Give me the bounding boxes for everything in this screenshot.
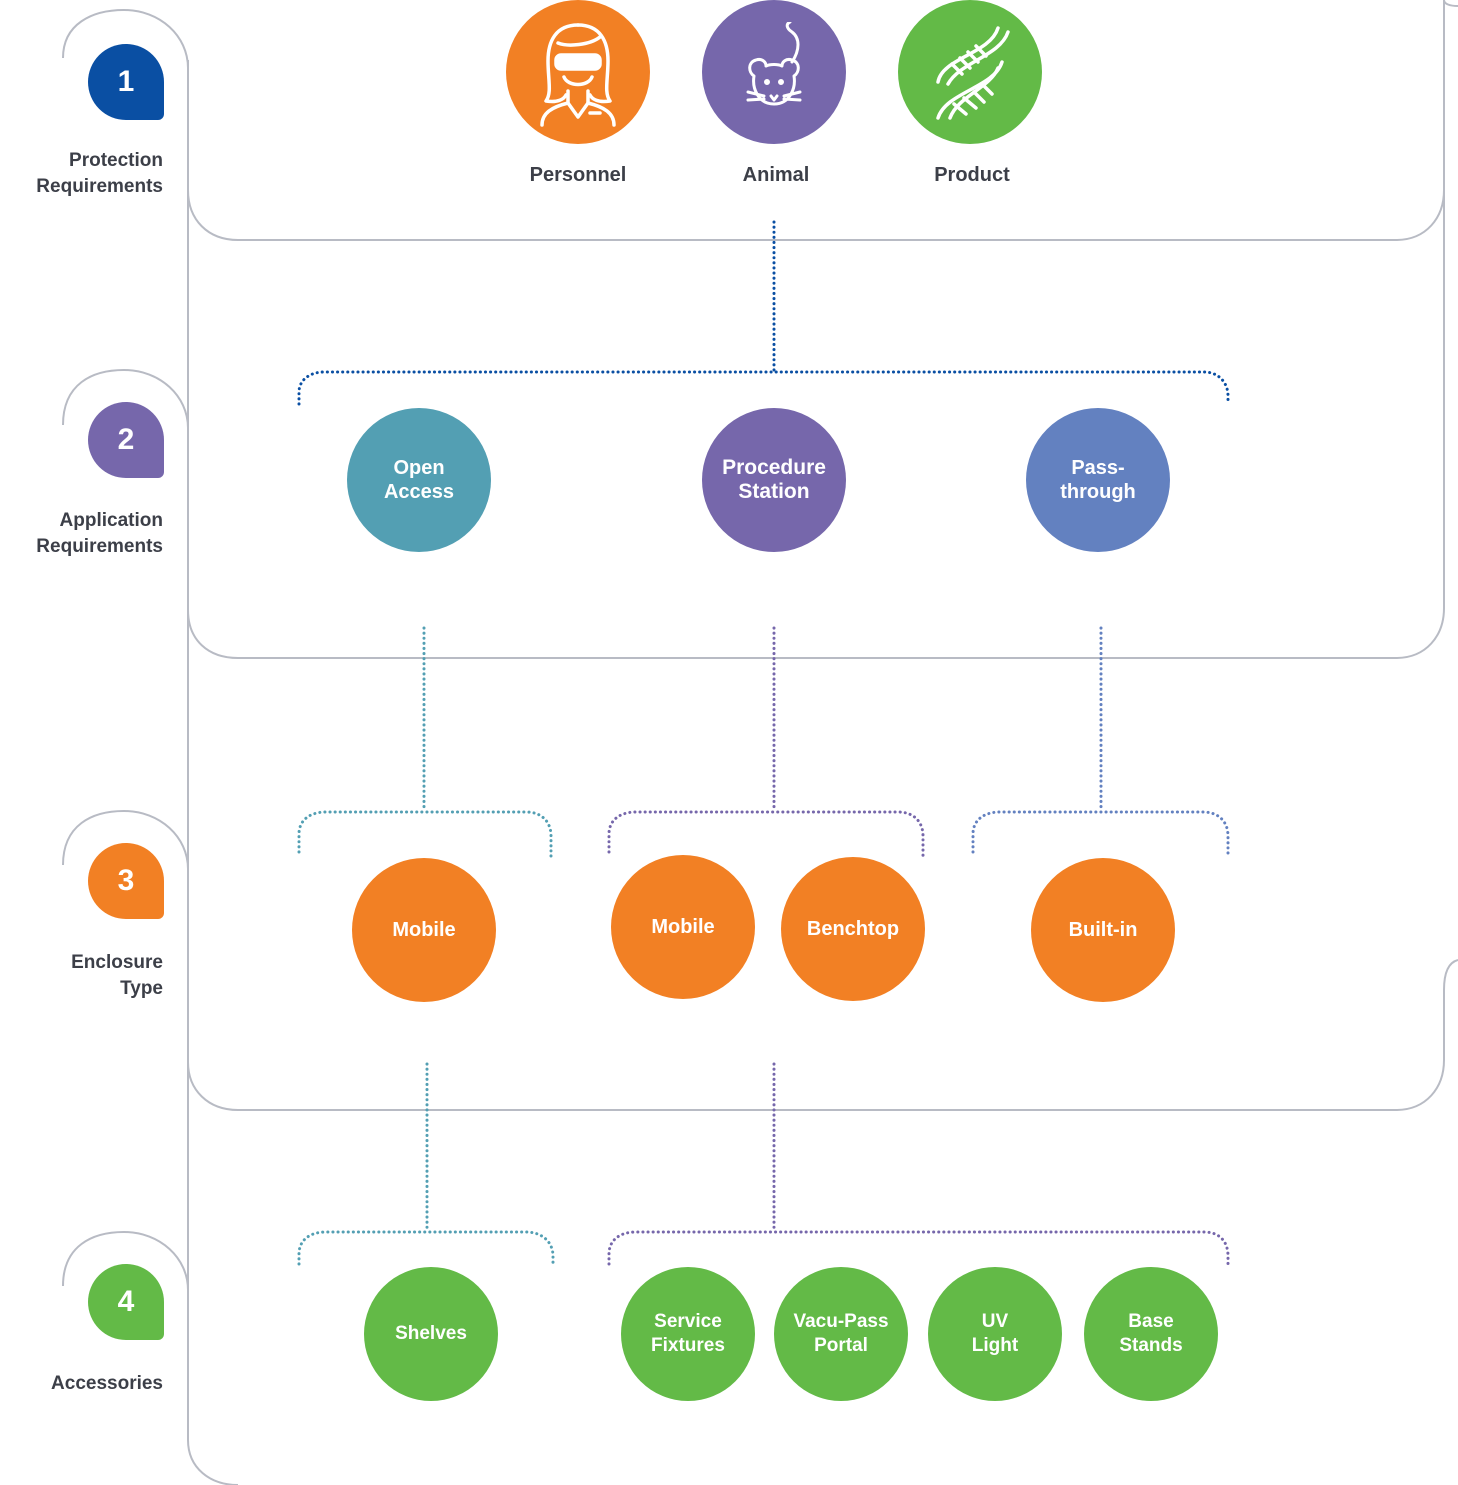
accessory-service-fixtures-label: Service Fixtures xyxy=(651,1311,725,1356)
app-pass-through: Pass- through xyxy=(1026,408,1170,552)
step-4-badge: 4 xyxy=(88,1264,164,1340)
step-4-label: Accessories xyxy=(51,1373,163,1394)
enclosure-mobile-open-label: Mobile xyxy=(392,919,456,941)
personnel-label: Personnel xyxy=(529,164,627,186)
animal-circle xyxy=(702,0,846,144)
accessory-vacu-pass-portal-label: Vacu-Pass Portal xyxy=(793,1311,889,1356)
step-tab-arc-3 xyxy=(62,809,189,870)
section-2-frame xyxy=(187,0,1445,659)
accessory-shelves: Shelves xyxy=(364,1267,498,1401)
mouse-icon xyxy=(746,22,802,106)
app-pass-through-label: Pass- through xyxy=(1060,457,1136,503)
bracket-procedure-station xyxy=(607,810,925,858)
accessory-shelves-label: Shelves xyxy=(395,1323,467,1344)
person-with-goggles-icon xyxy=(540,23,616,127)
step-3-badge: 3 xyxy=(88,843,164,919)
step-3-number: 3 xyxy=(117,864,135,897)
app-open-access: Open Access xyxy=(347,408,491,552)
app-open-access-label: Open Access xyxy=(383,457,455,503)
step-2-badge: 2 xyxy=(88,402,164,478)
accessory-base-stands: Base Stands xyxy=(1084,1267,1218,1401)
accessory-base-stands-label: Base Stands xyxy=(1119,1311,1183,1356)
dna-icon xyxy=(936,26,1010,120)
step-tab-arc-2 xyxy=(62,368,189,429)
accessory-uv-light-label: UV Light xyxy=(971,1311,1019,1356)
step-1-number: 1 xyxy=(117,65,135,98)
bracket-pass-through xyxy=(971,810,1230,858)
accessory-uv-light: UV Light xyxy=(928,1267,1062,1401)
enclosure-mobile-procedure: Mobile xyxy=(611,855,755,999)
step-4-number: 4 xyxy=(117,1285,135,1318)
app-procedure-station: Procedure Station xyxy=(702,408,846,552)
enclosure-mobile-open: Mobile xyxy=(352,858,496,1002)
enclosure-benchtop: Benchtop xyxy=(781,857,925,1001)
step-3-label: Enclosure Type xyxy=(71,952,163,999)
step-2-number: 2 xyxy=(117,423,135,456)
animal-label: Animal xyxy=(742,164,810,186)
section-1-cap xyxy=(1443,0,1458,7)
section-1-frame xyxy=(187,0,1445,241)
bracket-shelves xyxy=(297,1230,555,1268)
enclosure-mobile-procedure-label: Mobile xyxy=(651,916,715,938)
enclosure-built-in: Built-in xyxy=(1031,858,1175,1002)
step-1-label: Protection Requirements xyxy=(36,150,163,197)
enclosure-benchtop-label: Benchtop xyxy=(806,918,900,940)
step-tab-arc-1 xyxy=(62,8,189,69)
accessory-vacu-pass-portal: Vacu-Pass Portal xyxy=(774,1267,908,1401)
bracket-applications xyxy=(297,370,1230,406)
section-3-frame xyxy=(187,959,1458,1111)
product-label: Product xyxy=(934,164,1010,186)
accessory-service-fixtures: Service Fixtures xyxy=(621,1267,755,1401)
step-tab-arc-4 xyxy=(62,1230,189,1291)
enclosure-built-in-label: Built-in xyxy=(1068,919,1138,941)
step-1-badge: 1 xyxy=(88,44,164,120)
bracket-accessories xyxy=(607,1230,1230,1266)
app-procedure-station-label: Procedure Station xyxy=(722,456,826,503)
product-circle xyxy=(898,0,1042,144)
personnel-circle xyxy=(506,0,650,144)
frame-spine xyxy=(187,60,239,1485)
step-2-label: Application Requirements xyxy=(36,510,163,557)
bracket-open-access xyxy=(297,810,553,858)
